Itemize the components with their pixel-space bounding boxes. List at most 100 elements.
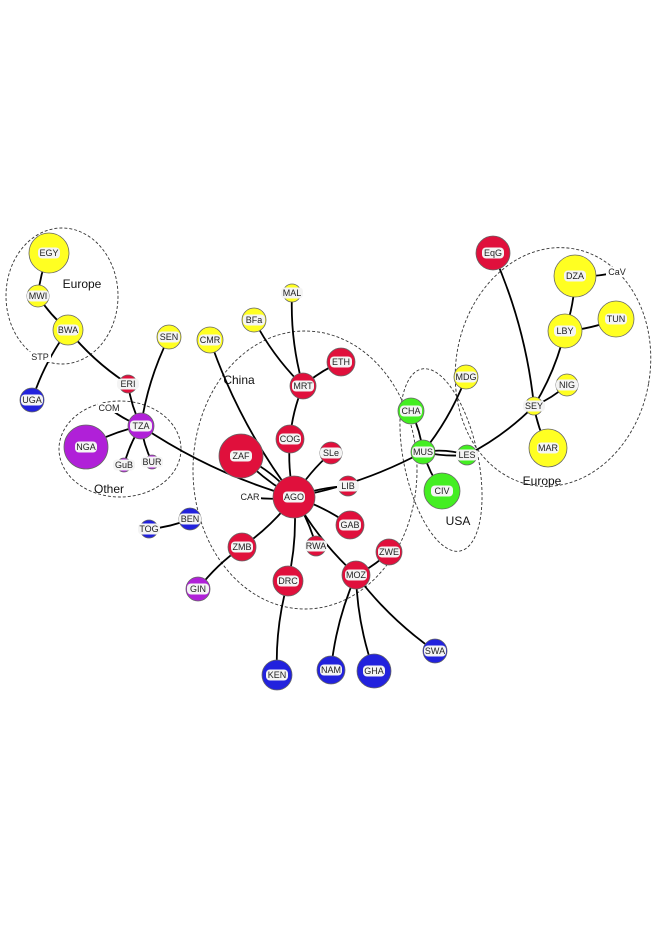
node-label: TUN	[607, 314, 626, 324]
node-label: NAM	[321, 665, 341, 675]
free-label-COM[interactable]: COM	[99, 403, 120, 413]
node-label: CHA	[401, 406, 420, 416]
node-AGO[interactable]: AGO	[272, 475, 316, 519]
node-COG[interactable]: COG	[275, 424, 305, 454]
node-tag	[231, 541, 253, 553]
node-MUS[interactable]: MUS	[410, 439, 436, 465]
node-SEY[interactable]: SEY	[523, 396, 545, 416]
node-NAM[interactable]: NAM	[316, 655, 346, 685]
node-label: SLe	[323, 448, 339, 458]
node-label: COG	[280, 434, 301, 444]
node-LIB[interactable]: LIB	[337, 475, 359, 497]
node-tag	[292, 380, 314, 392]
node-tag	[523, 400, 545, 412]
free-label-STP[interactable]: STP	[31, 352, 49, 362]
free-label-CaV[interactable]: CaV	[608, 267, 626, 277]
node-tag	[277, 575, 299, 587]
edge-SEN-TZA	[140, 336, 170, 427]
node-tag	[320, 664, 342, 676]
node-tag	[330, 356, 352, 368]
node-label: LBY	[556, 326, 573, 336]
node-MOZ[interactable]: MOZ	[341, 560, 371, 590]
node-MWI[interactable]: MWI	[26, 284, 50, 308]
free-label-bg	[98, 403, 120, 413]
node-label: GIN	[190, 584, 206, 594]
node-label: MAR	[538, 443, 559, 453]
node-MAL[interactable]: MAL	[281, 283, 303, 303]
node-TUN[interactable]: TUN	[597, 300, 635, 338]
node-label: NGA	[76, 442, 96, 452]
node-MRT[interactable]: MRT	[289, 372, 317, 400]
node-ZWE[interactable]: ZWE	[375, 538, 403, 566]
node-SLe[interactable]: SLe	[319, 441, 343, 465]
node-tag	[243, 314, 265, 326]
cluster-label-europe-east: Europe	[523, 474, 562, 488]
node-label: MDG	[456, 372, 477, 382]
node-label: ERI	[120, 379, 135, 389]
cluster-label-china: China	[223, 373, 255, 387]
cluster-other	[58, 400, 182, 498]
node-GIN[interactable]: GIN	[185, 576, 211, 602]
cluster-europe-east	[454, 247, 652, 487]
node-label: NIG	[559, 380, 575, 390]
edge-TZA-AGO	[140, 425, 295, 498]
edge-MOZ-NAM	[330, 574, 357, 671]
edge-MAL-MRT	[290, 292, 304, 387]
edge-MOZ-SWA	[355, 574, 436, 652]
cluster-usa	[399, 368, 483, 552]
node-SEN[interactable]: SEN	[156, 324, 182, 350]
node-label: MUS	[413, 447, 433, 457]
node-NGA[interactable]: NGA	[63, 424, 109, 470]
node-UGA[interactable]: UGA	[19, 387, 45, 413]
node-EqG[interactable]: EqG	[475, 235, 511, 271]
node-EGY[interactable]: EGY	[28, 232, 70, 274]
node-label: LIB	[341, 481, 355, 491]
cluster-label-usa: USA	[446, 514, 471, 528]
node-tag	[320, 447, 342, 459]
node-tag	[345, 569, 367, 581]
node-LBY[interactable]: LBY	[547, 313, 583, 349]
node-GuB[interactable]: GuB	[113, 457, 135, 473]
node-MDG[interactable]: MDG	[453, 364, 479, 390]
node-DRC[interactable]: DRC	[272, 565, 304, 597]
node-TZA[interactable]: TZA	[127, 412, 155, 440]
node-KEN[interactable]: KEN	[261, 659, 293, 691]
node-label: DRC	[278, 576, 298, 586]
node-label: ZWE	[379, 547, 399, 557]
node-BUR[interactable]: BUR	[141, 454, 163, 470]
node-LES[interactable]: LES	[456, 444, 478, 466]
node-CIV[interactable]: CIV	[423, 472, 461, 510]
node-MAR[interactable]: MAR	[528, 428, 568, 468]
node-ETH[interactable]: ETH	[326, 347, 356, 377]
node-BFa[interactable]: BFa	[241, 307, 267, 333]
node-tag	[305, 540, 327, 552]
node-BEN[interactable]: BEN	[178, 507, 202, 531]
node-RWA[interactable]: RWA	[305, 535, 327, 557]
node-tag	[455, 371, 477, 383]
node-tag	[230, 450, 252, 462]
node-tag	[38, 247, 60, 259]
node-label: BUR	[142, 457, 162, 467]
node-DZA[interactable]: DZA	[553, 254, 597, 298]
node-ZAF[interactable]: ZAF	[218, 433, 264, 479]
free-label-bg	[29, 352, 51, 362]
node-label: GuB	[115, 460, 133, 470]
node-tag	[179, 513, 201, 525]
node-CMR[interactable]: CMR	[196, 326, 224, 354]
edge-SEY-EqG	[492, 252, 535, 407]
node-ERI[interactable]: ERI	[117, 374, 139, 394]
node-ZMB[interactable]: ZMB	[227, 532, 257, 562]
node-SWA[interactable]: SWA	[422, 638, 448, 664]
node-NIG[interactable]: NIG	[555, 373, 579, 397]
node-label: BWA	[58, 325, 78, 335]
node-GAB[interactable]: GAB	[335, 510, 365, 540]
free-label-CAR[interactable]: CAR	[240, 492, 260, 502]
node-GHA[interactable]: GHA	[356, 653, 392, 689]
node-BWA[interactable]: BWA	[52, 314, 84, 346]
node-layer: EGY MWI BWA UGA ERI SEN TZA NGA GuB BUR CMR BFa MAL E…	[19, 232, 635, 691]
node-tag	[113, 459, 135, 471]
node-TOG[interactable]: TOG	[138, 519, 160, 539]
node-CHA[interactable]: CHA	[397, 397, 425, 425]
edge-LES-SEY	[466, 405, 535, 456]
